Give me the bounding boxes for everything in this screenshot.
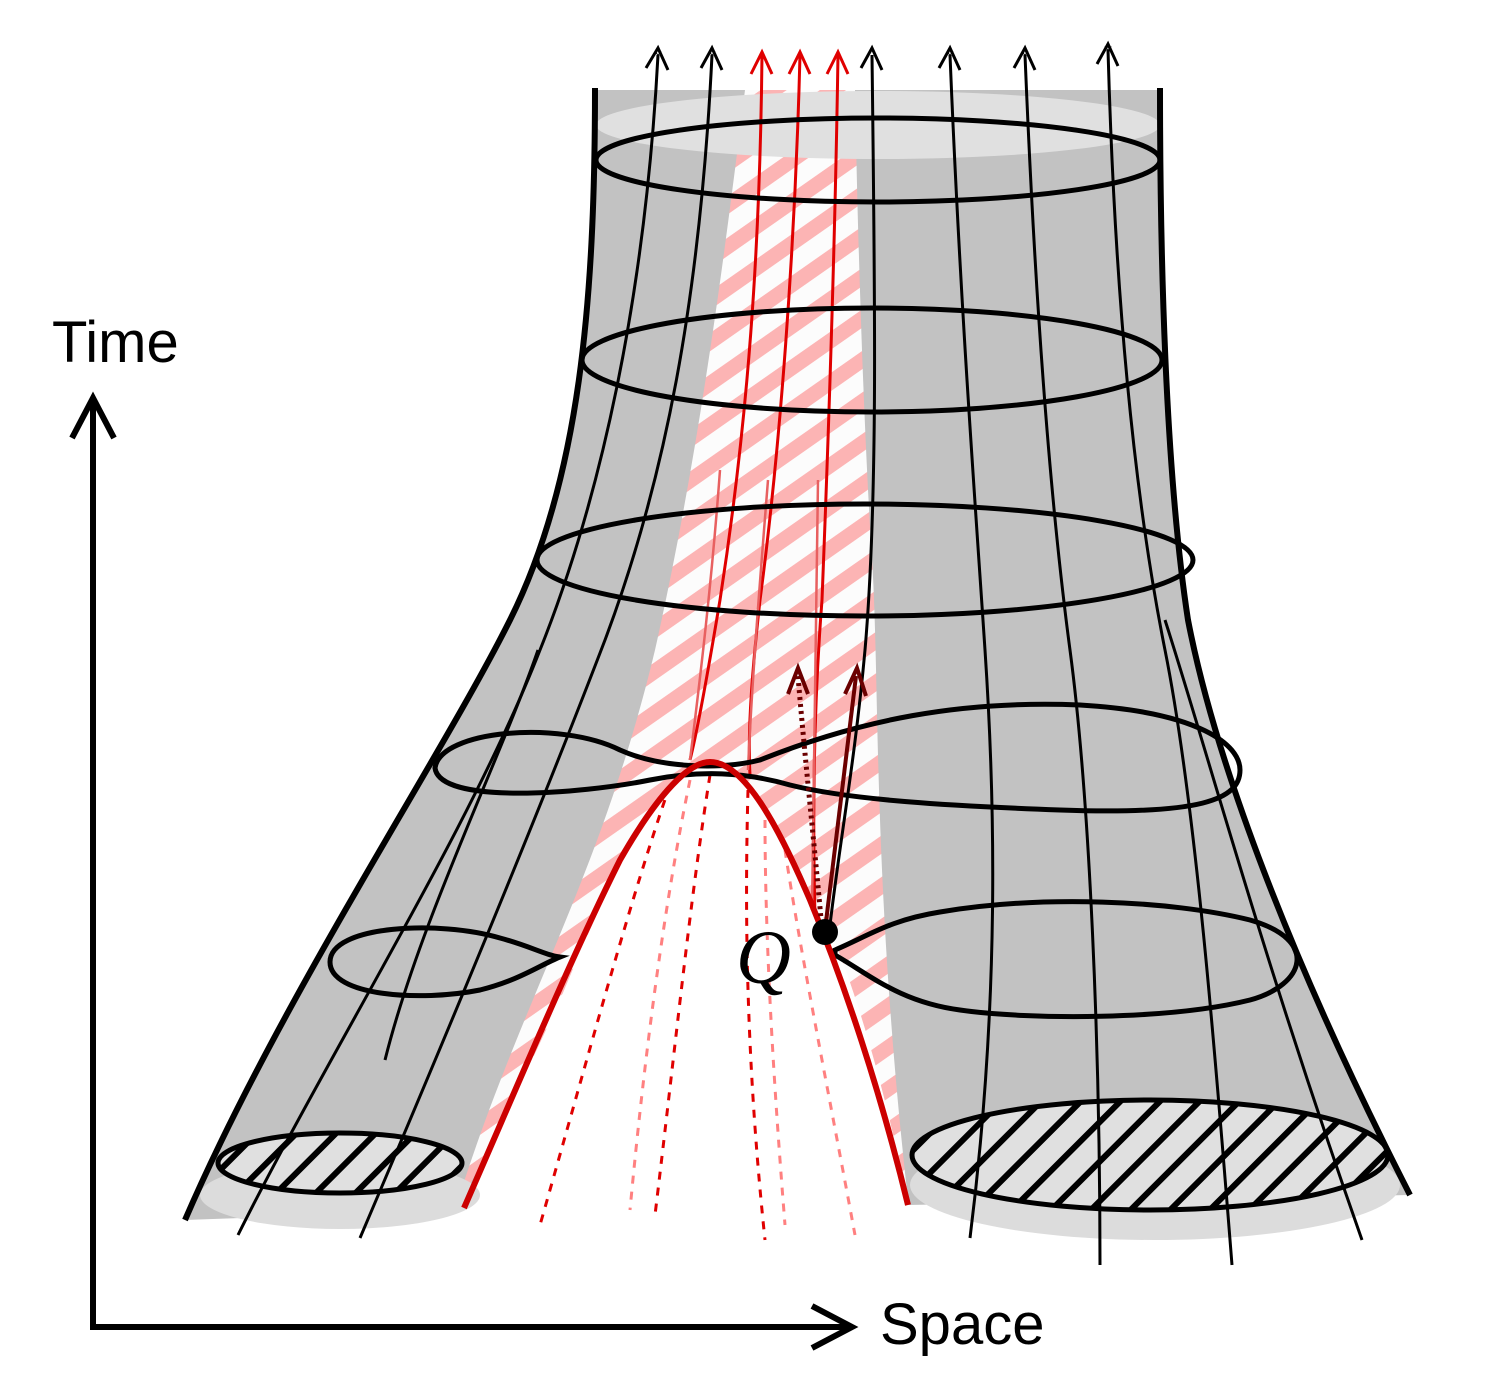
- worldline: [236, 55, 658, 1236]
- time-axis-arrowhead: [69, 391, 117, 440]
- interior-dashed-lines: [538, 774, 857, 1241]
- worldline: [1108, 50, 1234, 1266]
- hatched-region: [455, 90, 908, 1210]
- left-bottom-cap: [215, 1130, 465, 1196]
- worldline: [828, 54, 877, 926]
- red-arrowheads: [749, 48, 850, 75]
- horizon-curve: [461, 758, 911, 1210]
- worldline: [358, 55, 712, 1239]
- black-arrowheads: [644, 40, 1120, 71]
- time-axis-label: Time: [52, 310, 179, 375]
- slice-4-pinched: [432, 701, 1243, 814]
- worldline: [1163, 619, 1364, 1241]
- black-worldlines: [236, 50, 1364, 1266]
- q-dotted-arrow: [795, 675, 825, 931]
- space-axis-label: Space: [880, 1292, 1045, 1357]
- slice-5-left: [327, 925, 570, 999]
- axes: [69, 391, 859, 1351]
- point-q-label: Q: [736, 916, 791, 1000]
- slice-5-right: [832, 899, 1300, 1020]
- worldline: [1025, 55, 1102, 1266]
- top-cap-shadow: [596, 91, 1160, 159]
- q-arrows: [786, 662, 868, 931]
- worldline: [950, 55, 995, 1239]
- point-q-marker: [812, 919, 838, 945]
- red-ray: [688, 54, 764, 761]
- red-rays: [688, 54, 840, 916]
- red-ray-faint: [746, 479, 770, 771]
- q-solid-arrow: [823, 675, 858, 931]
- space-axis-arrowhead: [810, 1303, 859, 1351]
- worldline: [383, 649, 540, 1061]
- surface-outline: [182, 87, 1413, 1222]
